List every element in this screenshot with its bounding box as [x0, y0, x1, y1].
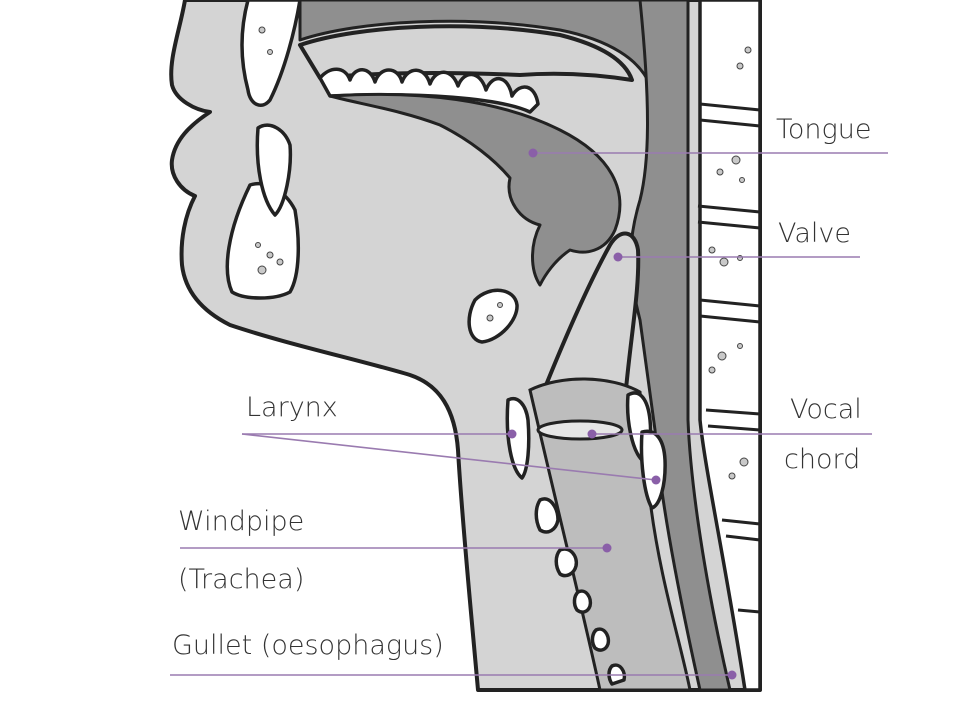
- leader-lines: [170, 152, 888, 676]
- oral-cavity: [298, 24, 634, 82]
- label-windpipe-line1: Windpipe: [178, 506, 305, 537]
- label-vocal-line2: chord: [784, 444, 861, 475]
- hyoid-bone: [467, 288, 519, 344]
- larynx-leader-2: [241, 433, 657, 481]
- trachea: [528, 377, 692, 692]
- vocal-cord: [536, 419, 624, 441]
- label-windpipe-line2: (Trachea): [178, 564, 305, 595]
- palate: [298, 0, 662, 87]
- label-larynx: Larynx: [246, 392, 338, 423]
- trachea-rings: [505, 391, 667, 686]
- lower-jaw-bone: [225, 182, 301, 300]
- spine: [698, 0, 762, 692]
- label-gullet: Gullet (oesophagus): [172, 630, 444, 661]
- upper-incisor: [255, 123, 293, 217]
- label-vocal-line1: Vocal: [790, 394, 862, 425]
- bone-specks: [255, 26, 752, 480]
- tongue: [328, 92, 622, 287]
- leader-dots: [507, 148, 737, 680]
- upper-teeth: [318, 67, 540, 114]
- vertebrae-lines: [697, 102, 761, 614]
- label-tongue: Tongue: [776, 114, 872, 145]
- label-valve: Valve: [778, 218, 852, 249]
- epiglottis-valve: [538, 231, 641, 402]
